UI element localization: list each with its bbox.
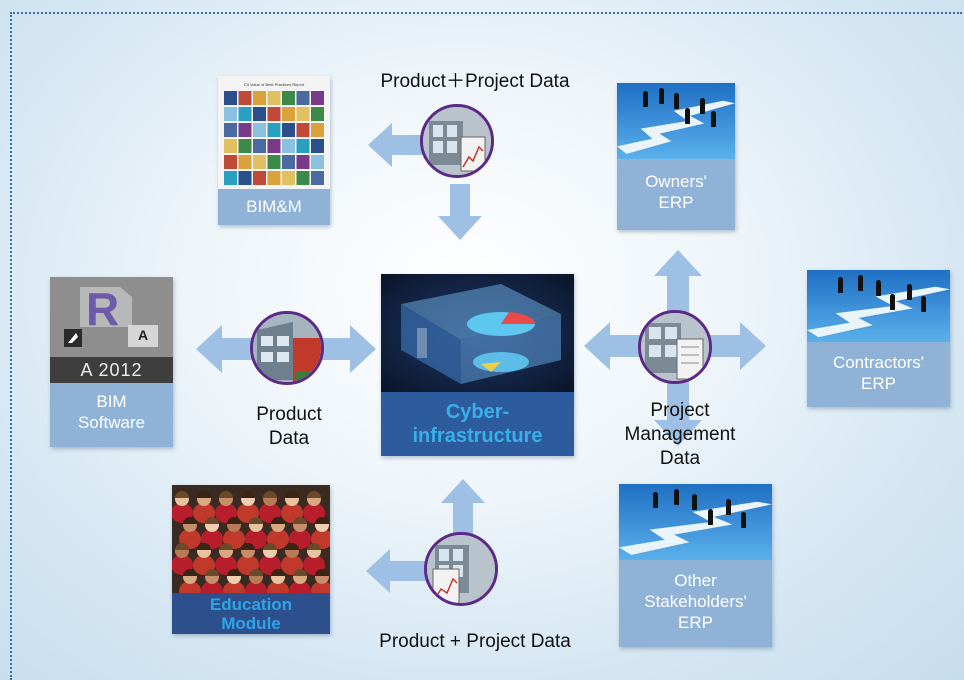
others-label-line1: Other	[674, 571, 717, 590]
product-data-line1: Product	[256, 404, 322, 425]
person-silhouette-icon	[889, 294, 895, 310]
education-label-line1: Education	[209, 595, 293, 614]
education-label-line2: Module	[221, 614, 281, 633]
cyber-infrastructure-image	[381, 274, 574, 392]
bim-software-tile: R A A 2012 BIM Software	[50, 277, 173, 447]
owners-label-line2: ERP	[658, 193, 694, 212]
education-module-tile: Education Module	[172, 485, 330, 634]
others-label-line2: Stakeholders'	[644, 592, 747, 611]
bim-software-label-line2: Software	[77, 413, 146, 432]
education-module-label: Education Module	[172, 593, 330, 634]
person-silhouette-icon	[659, 88, 665, 105]
person-silhouette-icon	[921, 296, 927, 313]
pm-line3: Data	[659, 448, 701, 469]
bimm-tile: CII Value of Best Practices Report BIM&M	[218, 76, 330, 225]
bim-software-label: BIM Software	[50, 383, 173, 447]
bimm-label: BIM&M	[218, 189, 330, 225]
other-stakeholders-erp-tile: Other Stakeholders' ERP	[619, 484, 772, 647]
revit-logo-image: R A A 2012	[50, 277, 173, 383]
contractors-label-line1: Contractors'	[832, 353, 925, 372]
owners-label-line1: Owners'	[645, 172, 707, 191]
person-silhouette-icon	[711, 110, 717, 127]
hub-top-building	[420, 104, 494, 178]
other-stakeholders-erp-label: Other Stakeholders' ERP	[619, 560, 772, 647]
best-practices-report-image: CII Value of Best Practices Report	[218, 76, 330, 189]
report-title: CII Value of Best Practices Report	[243, 82, 305, 87]
cyber-label-line1: Cyber-	[445, 401, 510, 423]
bim-software-label-line1: BIM	[96, 392, 127, 411]
svg-text:R: R	[86, 283, 119, 335]
person-silhouette-icon	[838, 277, 844, 294]
person-silhouette-icon	[692, 494, 698, 511]
dotted-frame	[10, 12, 962, 680]
bim-software-a-glyph: A	[138, 327, 149, 343]
bottom-flow-label: Product + Project Data	[379, 631, 571, 652]
cyber-infrastructure-label: Cyber- infrastructure	[381, 392, 574, 456]
hub-right-building	[638, 310, 712, 384]
contractors-erp-tile: Contractors' ERP	[807, 270, 950, 407]
person-silhouette-icon	[875, 279, 881, 296]
hub-left-building	[250, 311, 324, 385]
top-flow-label: Product＋Project Data	[380, 71, 570, 92]
project-management-data-label: Project Management Data	[600, 399, 760, 471]
contractors-erp-label: Contractors' ERP	[807, 342, 950, 407]
contractors-erp-image	[807, 270, 950, 342]
owners-erp-tile: Owners' ERP	[617, 83, 735, 230]
person-silhouette-icon	[699, 98, 705, 115]
contractors-label-line2: ERP	[861, 374, 896, 393]
students-photo	[172, 485, 330, 601]
arrow-top-down	[438, 184, 482, 240]
person-silhouette-icon	[674, 489, 680, 506]
person-silhouette-icon	[907, 284, 913, 301]
other-stakeholders-erp-image	[619, 484, 772, 560]
person-silhouette-icon	[858, 274, 864, 291]
product-data-label: Product Data	[234, 403, 344, 451]
pm-line1: Project	[650, 400, 710, 421]
product-data-line2: Data	[268, 428, 310, 449]
cyber-infrastructure-tile: Cyber- infrastructure	[381, 274, 574, 456]
owners-erp-label: Owners' ERP	[617, 159, 735, 230]
person-silhouette-icon	[741, 511, 747, 528]
person-silhouette-icon	[685, 108, 691, 125]
person-silhouette-icon	[707, 509, 713, 526]
arrow-bottom-up	[441, 479, 485, 537]
others-label-line3: ERP	[678, 613, 713, 632]
arrow-bottom-left	[366, 549, 428, 593]
person-silhouette-icon	[652, 491, 658, 508]
person-silhouette-icon	[673, 93, 679, 110]
person-silhouette-icon	[726, 499, 732, 516]
arrow-top-left	[368, 123, 428, 167]
person-silhouette-icon	[642, 90, 648, 107]
hub-bottom-building	[424, 532, 498, 606]
pm-line2: Management	[624, 424, 736, 445]
owners-erp-image	[617, 83, 735, 159]
cyber-label-line2: infrastructure	[412, 425, 543, 447]
bim-software-logo-text: A 2012	[50, 357, 173, 383]
